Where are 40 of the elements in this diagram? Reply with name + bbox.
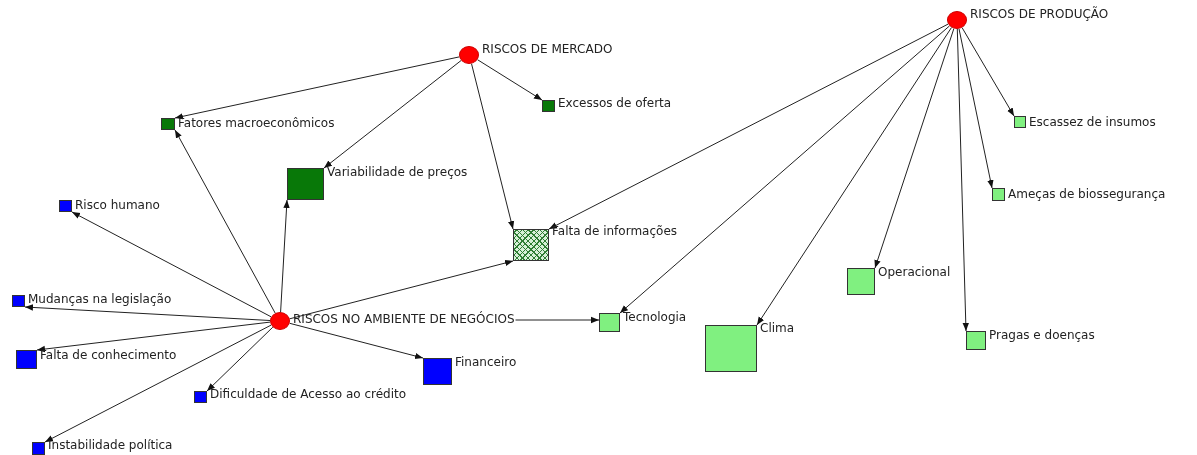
node-label: Variabilidade de preços [327,165,468,179]
arrow [280,199,290,313]
arrow [958,28,994,189]
node-label: RISCOS DE PRODUÇÃO [970,7,1109,21]
arrow [44,324,272,443]
node-label: Falta de informações [552,224,678,238]
node-label: Ameças de biossegurança [1008,187,1166,201]
node-label: Fatores macroeconômicos [178,116,335,130]
arrow [515,316,600,324]
node-label: Pragas e doenças [989,328,1095,342]
arrow [174,56,460,120]
arrow [71,211,272,318]
arrow [961,27,1015,117]
arrow [956,28,969,332]
node-label: Excessos de oferta [558,96,672,110]
arrow [36,321,271,353]
arrow [756,27,952,326]
arrow [477,59,543,101]
arrow [289,322,424,360]
node-label: Falta de conhecimento [40,348,177,362]
arrow [619,25,950,314]
node-label: Dificuldade de Acesso ao crédito [210,387,407,401]
arrow [174,129,276,314]
node-label: Instabilidade política [48,438,173,452]
arrow [206,326,274,392]
arrow [874,28,955,269]
node-label: Clima [760,321,795,335]
node-label: RISCOS DE MERCADO [482,42,613,56]
node-label: Escassez de insumos [1029,115,1156,129]
node-label: RISCOS NO AMBIENTE DE NEGÓCIOS [293,312,515,326]
arrow [471,63,515,230]
node-label: Tecnologia [623,310,687,324]
node-label: Financeiro [455,355,517,369]
arrow [24,304,271,321]
arrow [548,23,949,230]
node-label: Mudanças na legislação [28,292,172,306]
node-label: Operacional [878,265,951,279]
arrow [289,259,514,320]
arrow [323,60,462,169]
node-label: Risco humano [75,198,160,212]
